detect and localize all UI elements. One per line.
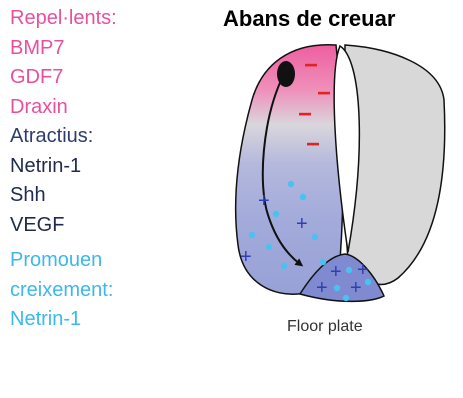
neuron-cell-body bbox=[277, 61, 295, 87]
dot-4 bbox=[249, 232, 255, 238]
dot-5 bbox=[266, 244, 272, 250]
plus-sign-4: + bbox=[330, 261, 342, 283]
minus-sign-1: − bbox=[304, 52, 318, 79]
minus-sign-3: − bbox=[298, 101, 312, 128]
plus-sign-3: + bbox=[240, 246, 252, 268]
dot-12 bbox=[343, 295, 349, 301]
floor-plate-label: Floor plate bbox=[287, 318, 363, 336]
dot-11 bbox=[365, 279, 371, 285]
dot-1 bbox=[288, 181, 294, 187]
dot-6 bbox=[312, 234, 318, 240]
dot-8 bbox=[320, 259, 326, 265]
plus-sign-1: + bbox=[258, 190, 270, 212]
plus-sign-6: + bbox=[316, 277, 328, 299]
dot-7 bbox=[281, 263, 287, 269]
dot-3 bbox=[273, 211, 279, 217]
dot-10 bbox=[334, 285, 340, 291]
minus-sign-4: − bbox=[306, 131, 320, 158]
dot-2 bbox=[300, 194, 306, 200]
plus-sign-7: + bbox=[350, 277, 362, 299]
plus-sign-2: + bbox=[296, 213, 308, 235]
dot-9 bbox=[346, 267, 352, 273]
minus-sign-2: − bbox=[317, 80, 331, 107]
neural-tube-right-half bbox=[344, 45, 444, 284]
